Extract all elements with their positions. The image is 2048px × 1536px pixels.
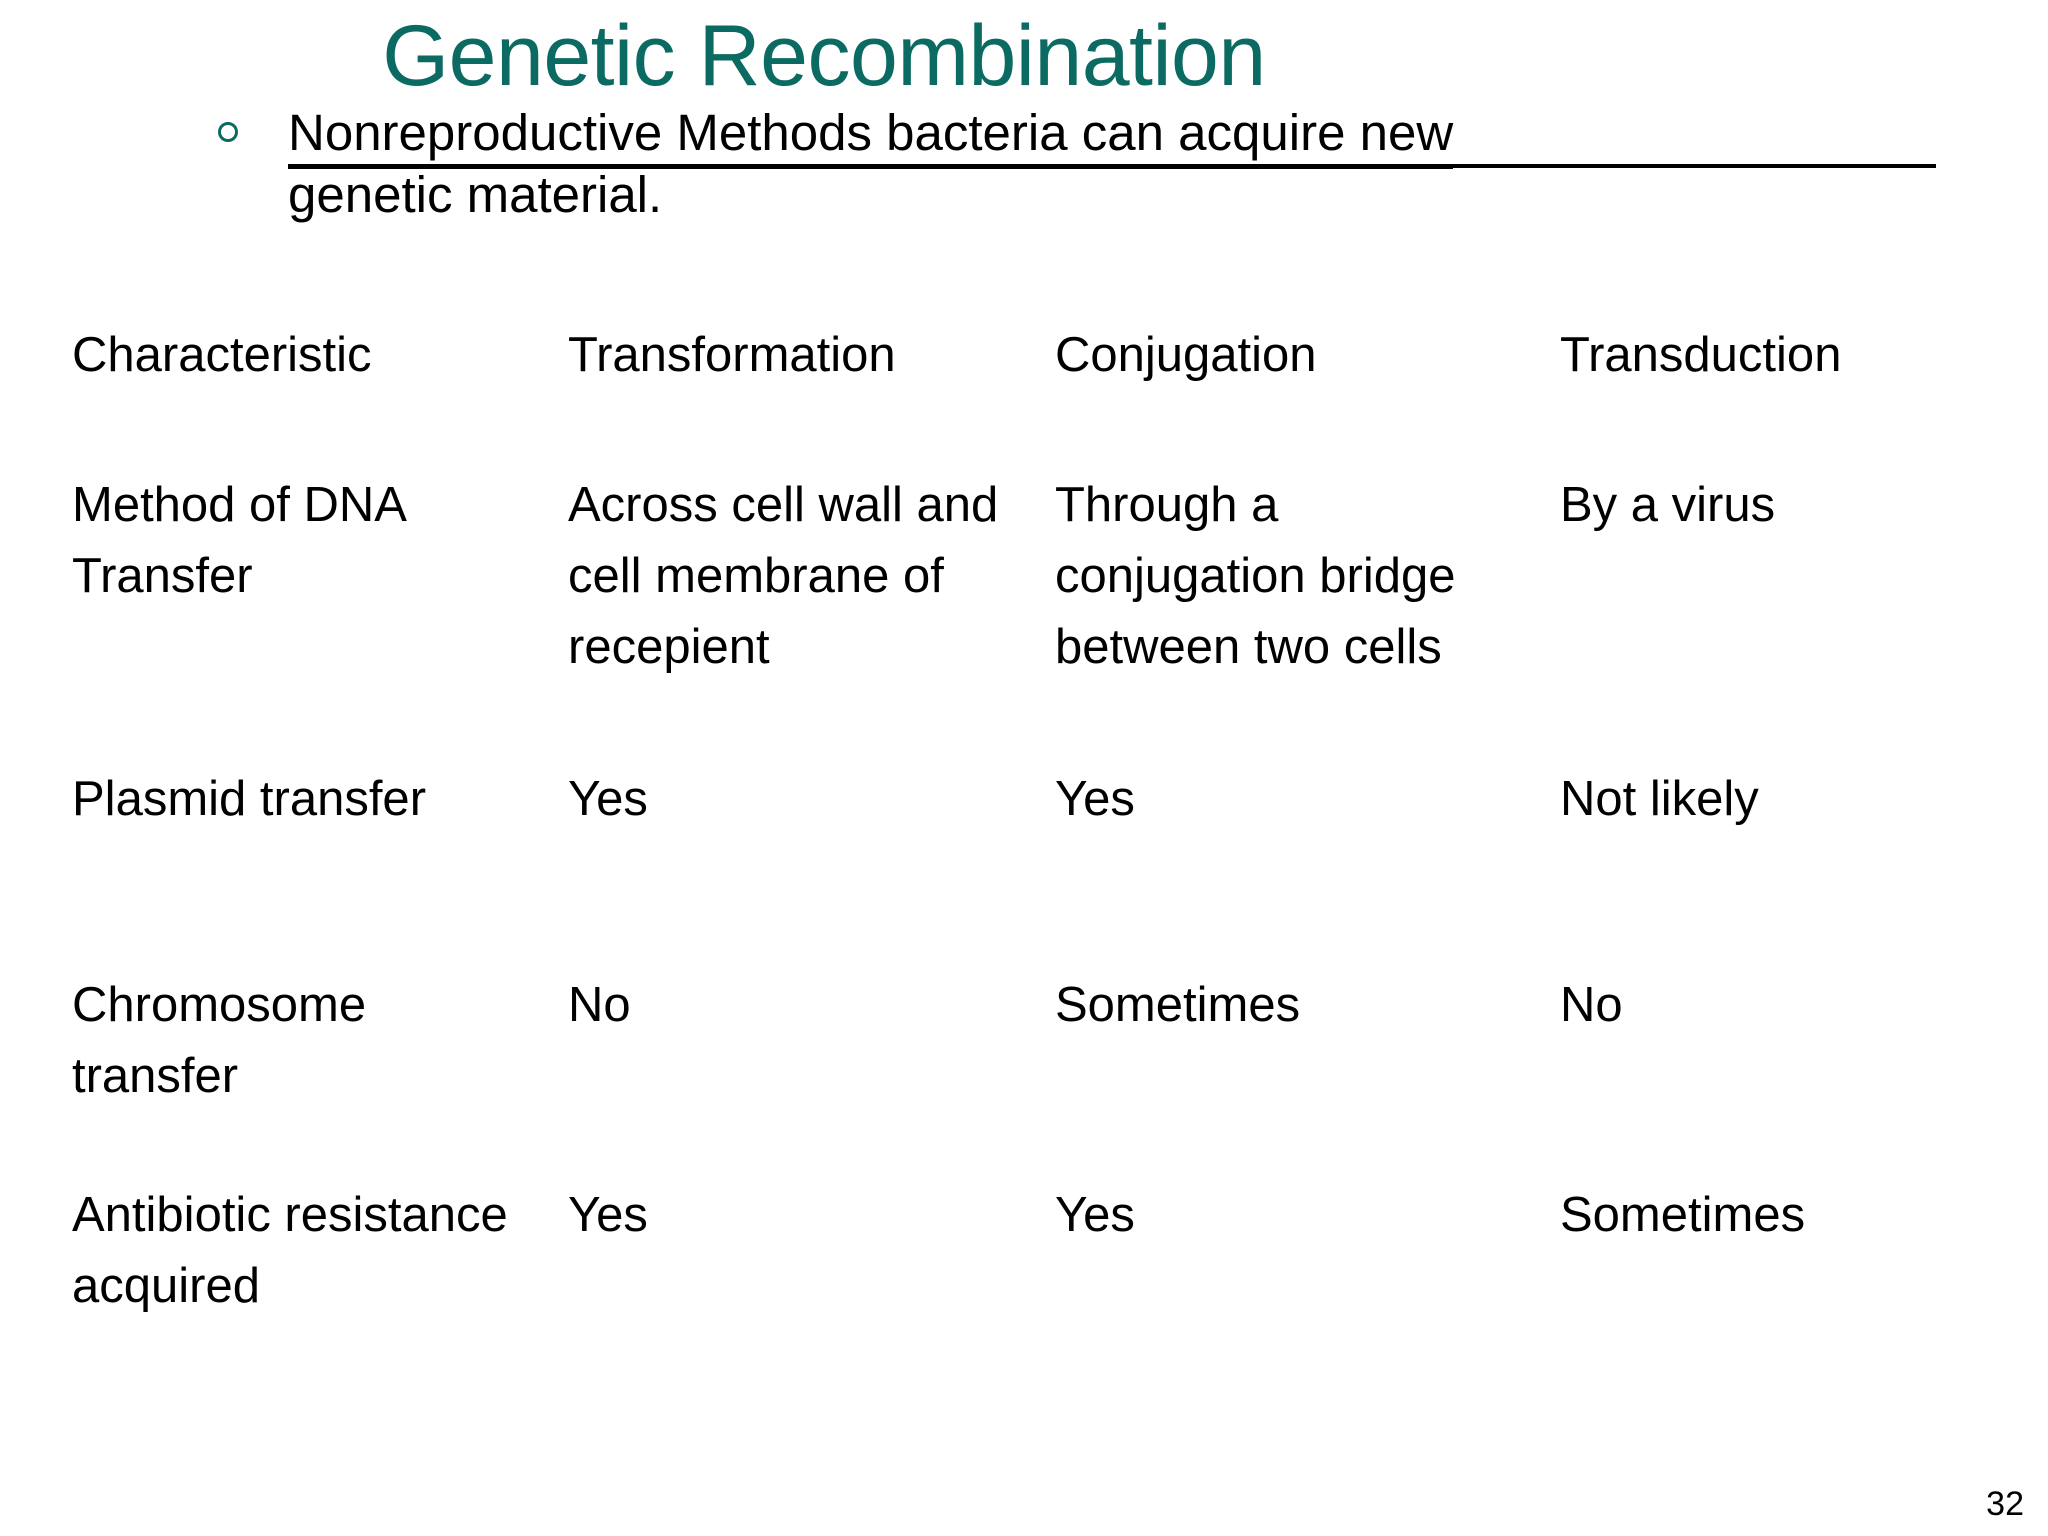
table-row: Plasmid transfer Yes Yes Not likely (0, 764, 2048, 970)
bullet-line-one: Nonreproductive Methods bacteria can acq… (288, 104, 1454, 169)
cell-transformation: Yes (568, 772, 648, 826)
cell-characteristic: Method of DNA Transfer (72, 478, 405, 603)
column-header-characteristic: Characteristic (72, 328, 372, 382)
table-header-row: Characteristic Transformation Conjugatio… (0, 320, 2048, 470)
bullet-text-container: Nonreproductive Methods bacteria can acq… (288, 102, 1988, 169)
cell-conjugation: Sometimes (1055, 978, 1301, 1032)
cell-conjugation: Yes (1055, 1188, 1135, 1242)
bullet-underline-rule (288, 164, 1936, 168)
column-header-transduction: Transduction (1560, 328, 1842, 382)
cell-transformation: No (568, 978, 631, 1032)
cell-characteristic: Antibiotic resistance acquired (72, 1188, 508, 1313)
bullet-circle-icon (218, 122, 238, 142)
cell-transduction: Sometimes (1560, 1188, 1806, 1242)
table-row: Method of DNA Transfer Across cell wall … (0, 470, 2048, 764)
cell-transformation: Across cell wall and cell membrane of re… (568, 478, 999, 674)
comparison-table: Characteristic Transformation Conjugatio… (0, 320, 2048, 1410)
slide-title-text: Genetic Recombination (382, 8, 1266, 104)
page-number: 32 (1986, 1485, 2024, 1523)
cell-transduction: By a virus (1560, 478, 1776, 532)
cell-transformation: Yes (568, 1188, 648, 1242)
table-row: Antibiotic resistance acquired Yes Yes S… (0, 1180, 2048, 1410)
column-header-conjugation: Conjugation (1055, 328, 1317, 382)
cell-conjugation: Yes (1055, 772, 1135, 826)
cell-transduction: No (1560, 978, 1623, 1032)
cell-characteristic: Chromosome transfer (72, 978, 367, 1103)
cell-transduction: Not likely (1560, 772, 1759, 826)
slide-title: Genetic Recombination (0, 8, 2048, 104)
cell-characteristic: Plasmid transfer (72, 772, 427, 826)
bullet-line-two: genetic material. (288, 166, 663, 223)
cell-conjugation: Through a conjugation bridge between two… (1055, 478, 1456, 674)
column-header-transformation: Transformation (568, 328, 896, 382)
table-row: Chromosome transfer No Sometimes No (0, 970, 2048, 1180)
